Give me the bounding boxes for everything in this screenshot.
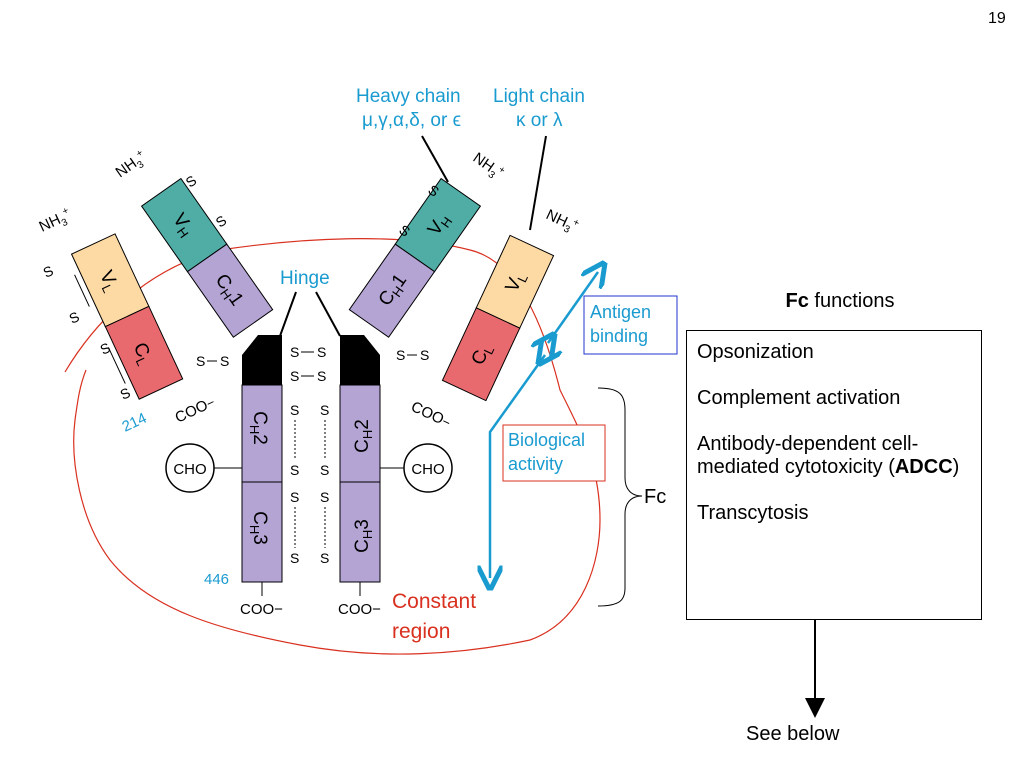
svg-text:S: S bbox=[290, 489, 299, 505]
antigen-binding-arrow bbox=[548, 272, 598, 343]
left-lh-s1: S bbox=[196, 353, 205, 369]
right-ch2-domain bbox=[339, 384, 381, 483]
heavy-residue-number: 446 bbox=[204, 571, 229, 588]
heavy-chain-title: Heavy chain bbox=[356, 86, 461, 107]
constant-region-line2: region bbox=[392, 620, 450, 643]
left-ch3-label: CH3 bbox=[247, 511, 270, 545]
right-heavy-arm: VH CH1 bbox=[348, 177, 482, 338]
adcc-prefix: Antibody-dependent cell-mediated cytotox… bbox=[697, 433, 919, 478]
left-cl-ss-bottom: S bbox=[118, 384, 133, 402]
left-hinge-block bbox=[242, 335, 282, 385]
svg-text:S: S bbox=[317, 344, 326, 360]
left-vl-ss-top: S bbox=[41, 262, 56, 280]
left-cho-label: CHO bbox=[173, 461, 206, 478]
left-heavy-coo: COO− bbox=[240, 601, 283, 618]
constant-region-outline bbox=[64, 238, 601, 655]
fc-functions-box: Opsonization Complement activation Antib… bbox=[686, 330, 982, 620]
fc-brace bbox=[597, 387, 643, 607]
right-ch2-label: CH2 bbox=[352, 419, 375, 453]
left-heavy-arm: VH CH1 bbox=[140, 177, 274, 338]
biological-activity-line1: Biological bbox=[508, 430, 585, 450]
light-chain-types: κ or λ bbox=[516, 110, 563, 131]
fc-function-transcytosis: Transcytosis bbox=[697, 502, 809, 524]
right-ch3-label: CH3 bbox=[352, 519, 375, 553]
fc-function-opsonization: Opsonization bbox=[697, 341, 814, 363]
antigen-binding-box bbox=[583, 295, 678, 355]
constant-region-line1: Constant bbox=[392, 590, 476, 613]
right-heavy-nh3: NH3+ bbox=[468, 149, 507, 185]
left-light-chain: VL CL bbox=[70, 233, 184, 400]
right-heavy-coo: COO− bbox=[338, 601, 381, 618]
right-light-chain: VL CL bbox=[441, 234, 555, 402]
svg-text:S: S bbox=[320, 462, 329, 478]
fc-function-adcc: Antibody-dependent cell-mediated cytotox… bbox=[697, 433, 971, 479]
left-light-nh3: NH3+ bbox=[36, 205, 75, 238]
left-heavy-nh3: NH3+ bbox=[112, 147, 151, 183]
adcc-suffix: ) bbox=[952, 456, 960, 478]
right-cho-circle bbox=[403, 443, 453, 493]
right-light-nh3: NH3+ bbox=[542, 205, 581, 238]
left-ch1-domain bbox=[186, 243, 274, 338]
fc-functions-title: Fc functions bbox=[740, 290, 940, 313]
svg-text:S: S bbox=[320, 402, 329, 418]
right-lh-s2: S bbox=[420, 347, 429, 363]
fc-functions-title-rest: functions bbox=[808, 290, 895, 312]
hinge-label: Hinge bbox=[280, 268, 330, 289]
left-ch2-domain bbox=[241, 384, 283, 483]
left-light-coo: COO− bbox=[173, 394, 218, 427]
right-hinge-block bbox=[340, 335, 380, 385]
see-below-label: See below bbox=[746, 723, 840, 745]
svg-text:S: S bbox=[320, 550, 329, 566]
svg-text:S: S bbox=[290, 550, 299, 566]
fc-brace-label: Fc bbox=[644, 486, 667, 508]
left-cl-domain bbox=[104, 305, 184, 400]
svg-text:S: S bbox=[290, 402, 299, 418]
adcc-bold: ADCC bbox=[894, 456, 953, 478]
fc-function-complement: Complement activation bbox=[697, 387, 901, 409]
biological-activity-box bbox=[502, 424, 606, 482]
left-ch3-domain bbox=[241, 481, 283, 583]
svg-text:S: S bbox=[290, 462, 299, 478]
left-ch2-label: CH2 bbox=[247, 411, 270, 445]
left-cho-circle bbox=[165, 443, 215, 493]
left-lh-s2: S bbox=[220, 353, 229, 369]
right-lh-s1: S bbox=[396, 347, 405, 363]
svg-text:S: S bbox=[320, 489, 329, 505]
biological-activity-line2: activity bbox=[508, 454, 563, 474]
right-ch3-domain bbox=[339, 481, 381, 583]
ch-intrachain-disulfides: SS SS SS SS bbox=[290, 402, 329, 566]
svg-text:S: S bbox=[317, 368, 326, 384]
antigen-binding-line2: binding bbox=[590, 326, 648, 346]
fc-functions-title-bold: Fc bbox=[785, 290, 809, 312]
left-vl-ss-bottom: S bbox=[67, 308, 82, 326]
page-number: 19 bbox=[988, 10, 1006, 27]
svg-text:S: S bbox=[290, 368, 299, 384]
left-cl-ss-top: S bbox=[98, 339, 113, 357]
light-residue-number: 214 bbox=[120, 410, 150, 436]
right-ch1-domain bbox=[348, 243, 436, 338]
light-chain-title: Light chain bbox=[493, 86, 585, 107]
svg-text:S: S bbox=[290, 344, 299, 360]
right-cho-label: CHO bbox=[411, 461, 444, 478]
heavy-chain-types: μ,γ,α,δ, or ϵ bbox=[362, 110, 461, 131]
antigen-binding-line1: Antigen bbox=[590, 302, 651, 322]
biological-activity-arrow bbox=[490, 355, 545, 578]
right-light-coo: COO− bbox=[408, 398, 453, 431]
